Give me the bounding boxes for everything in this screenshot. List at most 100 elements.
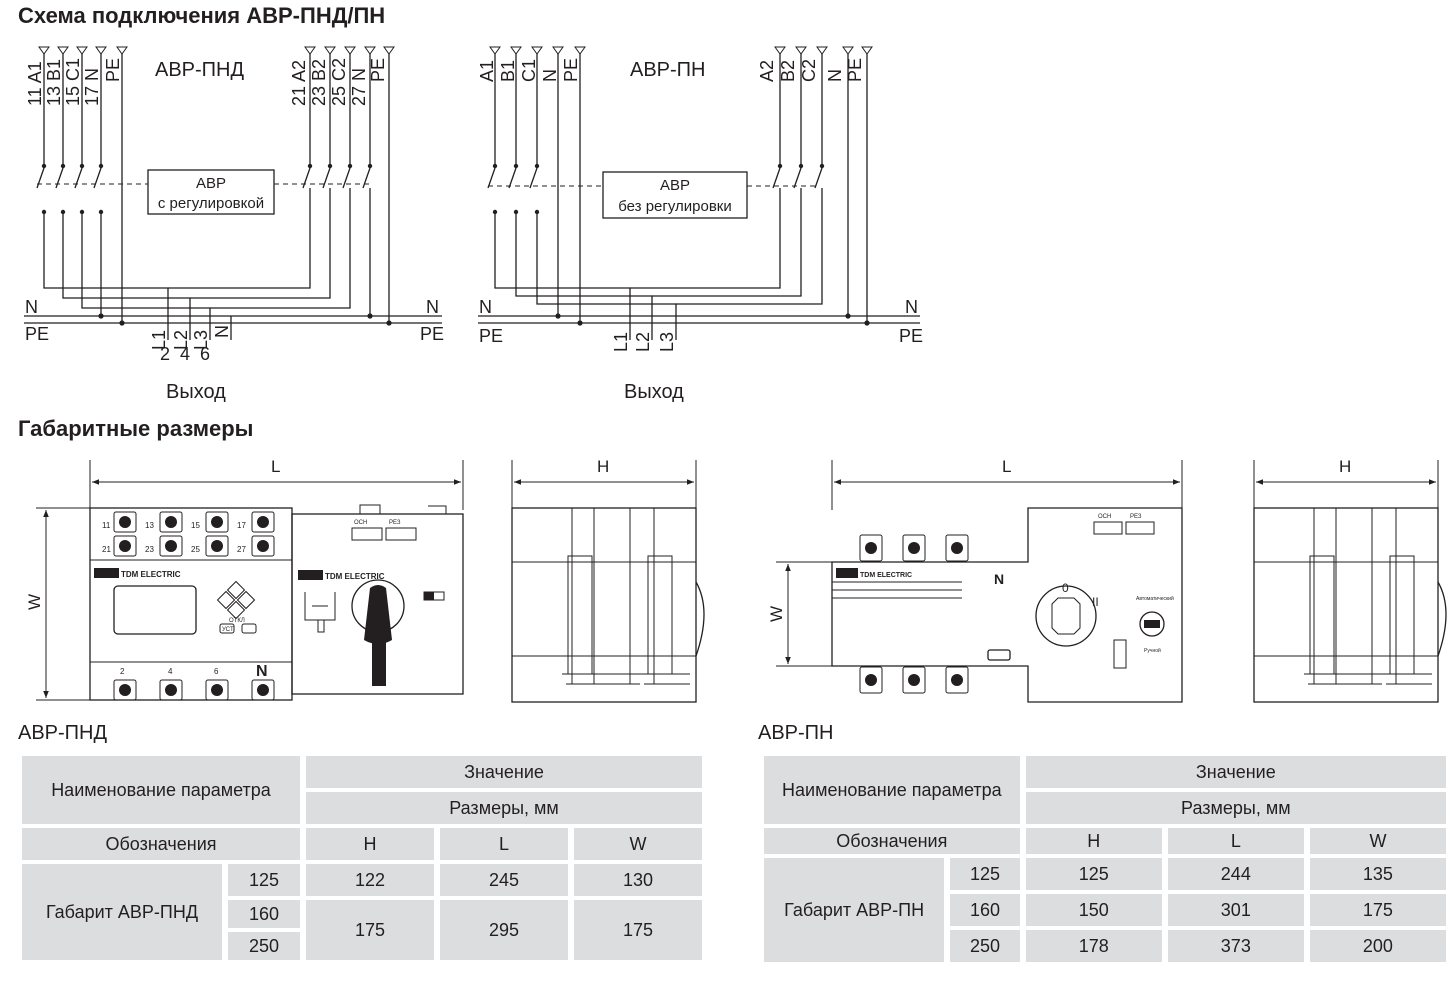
pnd-dim-h: H [597, 457, 609, 476]
otkl-label: ОТКЛ [229, 618, 245, 624]
neutral-mark: N [256, 663, 268, 680]
pnd-out-phase: L3 [191, 330, 211, 350]
rating-cell: 125 [228, 864, 300, 896]
pnd-in-label: 21 A2 [289, 60, 309, 106]
col-l: L [440, 828, 568, 860]
dimensions-heading: Габаритные размеры [18, 416, 254, 441]
row-label: Габарит АВР-ПН [764, 858, 945, 962]
pnd-out-num: 4 [180, 344, 190, 364]
pn-dim-l: L [1002, 457, 1011, 476]
terminal-label: 11 [102, 521, 111, 530]
pn-out-phase: L2 [633, 332, 653, 352]
terminal-label: 6 [214, 667, 219, 676]
brand-label: TDM ELECTRIC [325, 572, 385, 581]
terminal-label: 2 [120, 667, 125, 676]
value-cell: 130 [574, 864, 702, 896]
auto-label: Автоматический [1136, 595, 1174, 602]
pn-bus-pe: PE [899, 326, 923, 346]
terminal-label: 13 [145, 521, 154, 530]
pn-out-phase: L1 [611, 332, 631, 352]
pn-box-line2: без регулировки [618, 198, 732, 215]
pn-in-label: N [540, 69, 560, 82]
value-cell: 244 [1167, 858, 1304, 890]
pnd-box-line2: с регулировкой [158, 195, 264, 212]
designations-header: Обозначения [22, 828, 300, 860]
pn-dim-h: H [1339, 457, 1351, 476]
rating-cell: 160 [228, 900, 300, 928]
sizes-header: Размеры, мм [306, 792, 702, 824]
pn-in-label: C1 [519, 59, 539, 82]
value-cell: 178 [1025, 930, 1162, 962]
rating-cell: 125 [950, 858, 1020, 890]
scheme-heading: Схема подключения АВР-ПНД/ПН [18, 3, 386, 28]
rating-cell: 250 [950, 930, 1020, 962]
terminal-label: 25 [191, 545, 200, 554]
osn-label: ОСН [354, 520, 367, 526]
pnd-out-num: 2 [160, 344, 170, 364]
table-pn: Наименование параметра Значение Размеры,… [758, 752, 1452, 966]
pnd-bus-pe: PE [25, 324, 49, 344]
pn-in-label: PE [845, 58, 865, 82]
pn-box-line1: АВР [660, 177, 690, 194]
designations-header: Обозначения [764, 828, 1020, 854]
terminal-label: 15 [191, 521, 200, 530]
value-cell: 122 [306, 864, 434, 896]
pnd-bus-n: N [25, 297, 38, 317]
caption-pnd: АВР-ПНД [18, 722, 108, 744]
ust-label: УСТ [222, 627, 234, 633]
value-header: Значение [1025, 756, 1446, 788]
pnd-in-label: PE [103, 58, 123, 82]
pn-in-label: B2 [778, 60, 798, 82]
pnd-out-phase: L1 [149, 330, 169, 350]
pnd-in-label: 25 C2 [329, 58, 349, 106]
value-cell: 245 [440, 864, 568, 896]
pn-front-drawing: L W TDM ELECTRIC N ОСН РЕЗ 0 II Автомати… [767, 457, 1183, 703]
pnd-out-num: 6 [200, 344, 210, 364]
brand-label: TDM ELECTRIC [860, 572, 912, 579]
pnd-in-label: PE [368, 58, 388, 82]
pos-ii-label: II [1092, 595, 1099, 609]
terminal-label: 27 [237, 545, 246, 554]
pnd-in-label: 13 B1 [44, 59, 64, 106]
terminal-label: 4 [168, 667, 173, 676]
value-cell: 175 [1309, 894, 1446, 926]
rating-cell: 160 [950, 894, 1020, 926]
manual-label: Ручной [1144, 647, 1161, 654]
terminal-label: 23 [145, 545, 154, 554]
pnd-dim-l: L [271, 457, 280, 476]
pnd-out-phase: L2 [171, 330, 191, 350]
pnd-output-label: Выход [166, 381, 226, 403]
scheme-pnd-title: АВР-ПНД [155, 59, 244, 81]
table-pnd: Наименование параметра Значение Размеры,… [16, 752, 708, 964]
value-cell: 135 [1309, 858, 1446, 890]
pnd-side-drawing: H [511, 457, 705, 703]
pn-in-label: A1 [477, 60, 497, 82]
neutral-mark: N [994, 571, 1004, 587]
pnd-in-label: 27 N [349, 68, 369, 106]
pnd-in-label: 17 N [82, 68, 102, 106]
col-h: H [1025, 828, 1162, 854]
col-w: W [1309, 828, 1446, 854]
pn-bus-n: N [479, 297, 492, 317]
pn-output-label: Выход [624, 381, 684, 403]
value-header: Значение [306, 756, 702, 788]
pnd-box-line1: АВР [196, 175, 226, 192]
value-cell: 175 [306, 900, 434, 960]
row-label: Габарит АВР-ПНД [22, 864, 222, 960]
brand-label: TDM ELECTRIC [121, 570, 181, 579]
pn-in-label: A2 [757, 60, 777, 82]
rez-label: РЕЗ [1130, 514, 1142, 520]
pnd-in-label: 23 B2 [309, 59, 329, 106]
pnd-out-phase: N [212, 325, 232, 338]
value-cell: 301 [1167, 894, 1304, 926]
value-cell: 295 [440, 900, 568, 960]
value-cell: 373 [1167, 930, 1304, 962]
pn-side-drawing: H [1253, 457, 1447, 703]
col-w: W [574, 828, 702, 860]
param-header: Наименование параметра [22, 756, 300, 824]
scheme-pn-title: АВР-ПН [630, 59, 706, 81]
sizes-header: Размеры, мм [1025, 792, 1446, 824]
col-h: H [306, 828, 434, 860]
pnd-in-label: 11 A1 [25, 61, 45, 106]
pnd-front-drawing: L W 11 13 15 17 21 23 25 27 2 4 6 [25, 457, 464, 701]
